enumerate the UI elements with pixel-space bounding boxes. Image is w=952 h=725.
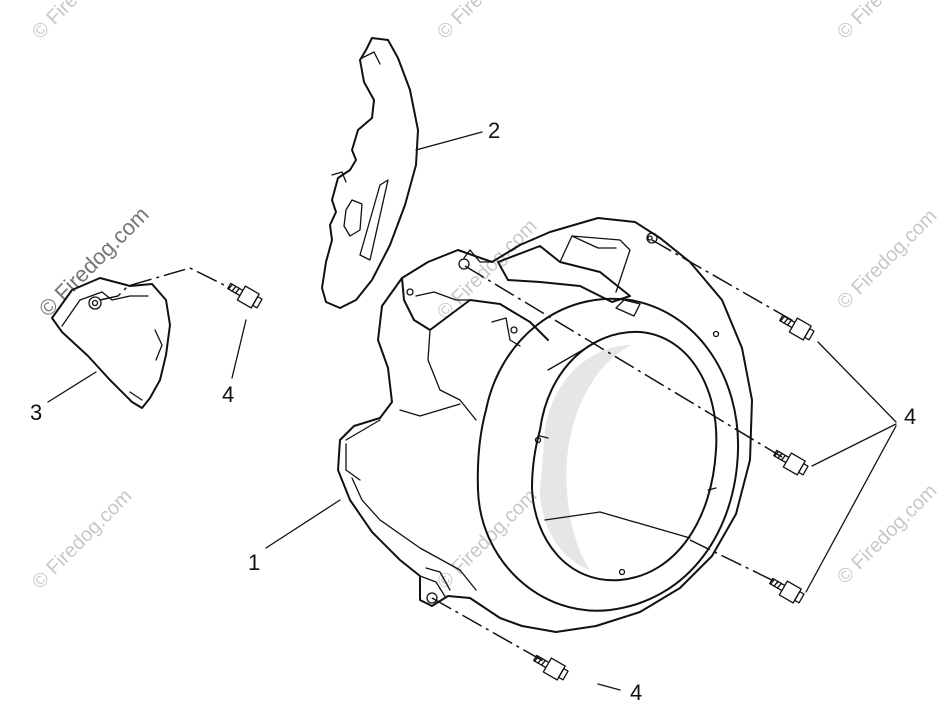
part-4-bolt bbox=[779, 314, 815, 341]
part-4-bolt bbox=[533, 654, 569, 681]
callouts: 2 3 4 1 4 4 bbox=[30, 118, 916, 705]
leader-part4-right-mid bbox=[811, 423, 897, 467]
leader-part4-right-top bbox=[817, 341, 897, 423]
leader-lines bbox=[47, 131, 897, 691]
callout-part-1: 1 bbox=[248, 550, 260, 575]
part-2-baffle-plate bbox=[321, 37, 419, 309]
part-4-bolt bbox=[773, 449, 809, 476]
part-3-side-cover bbox=[51, 277, 171, 409]
callout-part-4-right: 4 bbox=[904, 404, 916, 429]
part-4-bolt bbox=[227, 282, 263, 309]
leader-part4-right-bottom bbox=[805, 425, 897, 593]
watermark: © Firedog.com bbox=[433, 485, 542, 594]
callout-part-4-bottom: 4 bbox=[630, 680, 642, 705]
watermark: © Firedog.com bbox=[433, 215, 542, 324]
leader-part3 bbox=[47, 371, 97, 403]
leader-part4-left bbox=[231, 319, 247, 379]
alignment-lines bbox=[99, 239, 796, 663]
watermark: © Firedog.com bbox=[28, 0, 137, 44]
callout-part-4-left: 4 bbox=[222, 382, 234, 407]
watermark: © Firedog.com bbox=[28, 485, 137, 594]
leader-part2 bbox=[415, 131, 483, 151]
callout-part-3: 3 bbox=[30, 400, 42, 425]
watermarks: © Firedog.com © Firedog.com © Firedog.co… bbox=[28, 0, 942, 594]
watermark: © Firedog.com bbox=[833, 0, 942, 44]
callout-part-2: 2 bbox=[488, 118, 500, 143]
part-4-bolt bbox=[769, 577, 805, 604]
leader-part4-bottom bbox=[597, 683, 621, 691]
part-1-blower-housing bbox=[337, 217, 753, 633]
watermark: © Firedog.com bbox=[833, 205, 942, 314]
watermark: © Firedog.com bbox=[433, 0, 542, 44]
leader-part1 bbox=[265, 499, 341, 549]
watermark: © Firedog.com bbox=[34, 202, 154, 322]
watermark: © Firedog.com bbox=[833, 480, 942, 589]
